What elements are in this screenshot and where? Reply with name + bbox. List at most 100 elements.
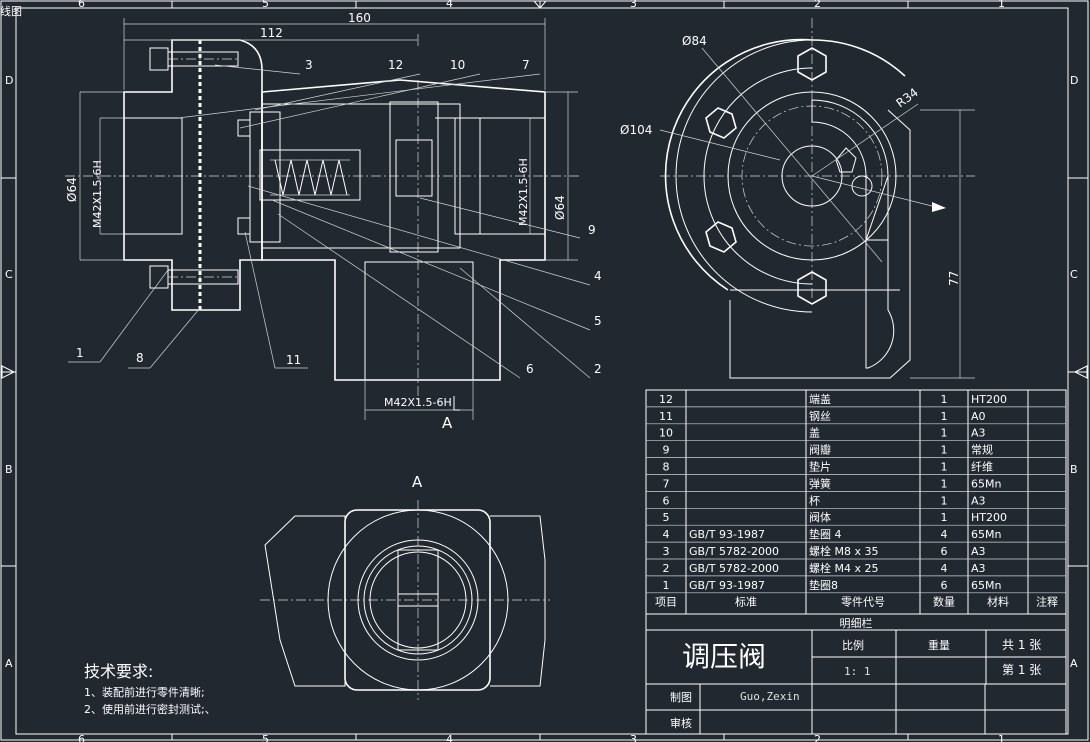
bom-cell: GB/T 5782-2000 — [689, 545, 779, 558]
bom-cell: 9 — [663, 444, 670, 457]
scale-value: 1: 1 — [844, 665, 871, 678]
bom-cell: A3 — [971, 562, 986, 575]
bom-caption: 明细栏 — [840, 616, 873, 630]
dim-77: 77 — [947, 271, 961, 286]
bom-cell: 端盖 — [809, 392, 831, 406]
bom-cell: 65Mn — [971, 528, 1001, 541]
bom-header-cell: 材料 — [987, 595, 1009, 609]
frame-zone-labels: 6 5 4 3 2 1 6 5 4 3 2 1 D C B A D C B A — [5, 0, 1078, 742]
bom-cell: 4 — [941, 528, 948, 541]
zone-top-4: 4 — [446, 0, 453, 10]
dim-thread-right: M42X1.5-6H — [517, 158, 530, 226]
bom-cell: 6 — [663, 494, 670, 507]
zone-bottom-2: 2 — [814, 733, 821, 742]
view-a: A — [260, 473, 550, 700]
dim-dia104: Ø104 — [620, 123, 652, 137]
bom-cell: 7 — [663, 477, 670, 490]
zone-top-3: 3 — [630, 0, 637, 10]
zone-bottom-5: 5 — [262, 733, 269, 742]
callout-8: 8 — [136, 351, 144, 365]
bom-cell: A3 — [971, 545, 986, 558]
bom-cell: 螺栓 M8 x 35 — [809, 544, 879, 558]
bom-cell: 1 — [941, 427, 948, 440]
tech-line-2: 2、使用前进行密封测试;、 — [84, 702, 216, 716]
bom-cell: 盖 — [809, 426, 820, 440]
zone-top-1: 1 — [998, 0, 1005, 10]
callout-2: 2 — [594, 362, 602, 376]
bom-cell: 6 — [941, 545, 948, 558]
bom-cell: 弹簧 — [809, 476, 831, 490]
bom-cell: 阀瓣 — [809, 443, 831, 457]
dim-thread-bottom: M42X1.5-6H — [384, 396, 452, 409]
bom-cell: 65Mn — [971, 477, 1001, 490]
bom-cell: 3 — [663, 545, 670, 558]
bom-cell: 螺栓 M4 x 25 — [809, 561, 879, 575]
callout-5: 5 — [594, 314, 602, 328]
bom-cell: 12 — [659, 393, 673, 406]
bom-cell: 垫片 — [809, 460, 831, 474]
bom-header-cell: 数量 — [933, 596, 955, 609]
bom-cell: 钢丝 — [809, 410, 831, 423]
bom-cell: GB/T 93-1987 — [689, 579, 765, 592]
dim-dia84: Ø84 — [682, 34, 707, 48]
dim-dia64-right: Ø64 — [553, 195, 567, 220]
drawing-title: 调压阀 — [682, 640, 766, 673]
dim-112: 112 — [260, 26, 283, 40]
check-label: 审核 — [670, 716, 692, 730]
dim-dia64-left: Ø64 — [65, 177, 79, 202]
bom-cell: 5 — [663, 511, 670, 524]
callout-6: 6 — [526, 362, 534, 376]
sheet-total: 共 1 张 — [1002, 638, 1041, 652]
bom-cell: 1 — [941, 511, 948, 524]
front-view-dimensions: 160 112 Ø64 M42X1.5-6H M42X1.5-6H Ø64 M4… — [65, 11, 567, 432]
bom-cell: GB/T 5782-2000 — [689, 562, 779, 575]
zone-right-a: A — [1070, 657, 1078, 670]
zone-top-2: 2 — [814, 0, 821, 10]
tech-line-1: 1、装配前进行零件清晰; — [84, 685, 205, 699]
callout-10: 10 — [450, 58, 465, 72]
zone-left-c: C — [5, 268, 13, 281]
bom-cell: GB/T 93-1987 — [689, 528, 765, 541]
bom-cell: 1 — [941, 494, 948, 507]
bom-cell: 1 — [941, 477, 948, 490]
bom-cell: 常规 — [971, 443, 993, 457]
drawn-by: Guo,Zexin — [740, 690, 800, 703]
title-block: 调压阀 比例 重量 共 1 张 1: 1 第 1 张 制图 Guo,Zexin … — [645, 629, 1067, 735]
zone-bottom-6: 6 — [78, 733, 85, 742]
bom-cell: 1 — [941, 410, 948, 423]
technical-requirements: 技术要求: 1、装配前进行零件清晰; 2、使用前进行密封测试;、 — [84, 662, 216, 716]
title-tag: 线图 — [0, 4, 22, 18]
bom-cell: HT200 — [971, 393, 1007, 406]
callout-11: 11 — [286, 353, 301, 367]
zone-left-d: D — [5, 74, 13, 87]
bom-cell: 10 — [659, 427, 673, 440]
bom-header-cell: 零件代号 — [841, 596, 885, 609]
bom-cell: A0 — [971, 410, 986, 423]
bom-cell: 垫圈8 — [809, 578, 838, 592]
bom-cell: 2 — [663, 562, 670, 575]
bom-cell: 11 — [659, 410, 673, 423]
bom-cell: 4 — [941, 562, 948, 575]
bom-cell: 6 — [941, 579, 948, 592]
callout-3: 3 — [305, 58, 313, 72]
front-section-view — [65, 18, 591, 420]
bom-cell: 垫圈 4 — [809, 527, 842, 541]
bom-header-cell: 项目 — [655, 596, 677, 609]
callout-12: 12 — [388, 58, 403, 72]
bom-cell: 杯 — [809, 493, 820, 507]
zone-right-b: B — [1070, 463, 1078, 476]
zone-bottom-3: 3 — [630, 733, 637, 742]
bom-cell: 纤维 — [971, 461, 993, 474]
zone-top-5: 5 — [262, 0, 269, 10]
zone-left-a: A — [5, 657, 13, 670]
dim-r34: R34 — [894, 85, 921, 110]
zone-right-d: D — [1070, 74, 1078, 87]
dim-thread-left: M42X1.5-6H — [91, 160, 104, 228]
bom-cell: 1 — [941, 461, 948, 474]
bom-header-cell: 标准 — [735, 595, 757, 609]
bom-cell: 1 — [663, 579, 670, 592]
bom-cell: 阀体 — [809, 510, 831, 524]
callout-7: 7 — [522, 58, 530, 72]
